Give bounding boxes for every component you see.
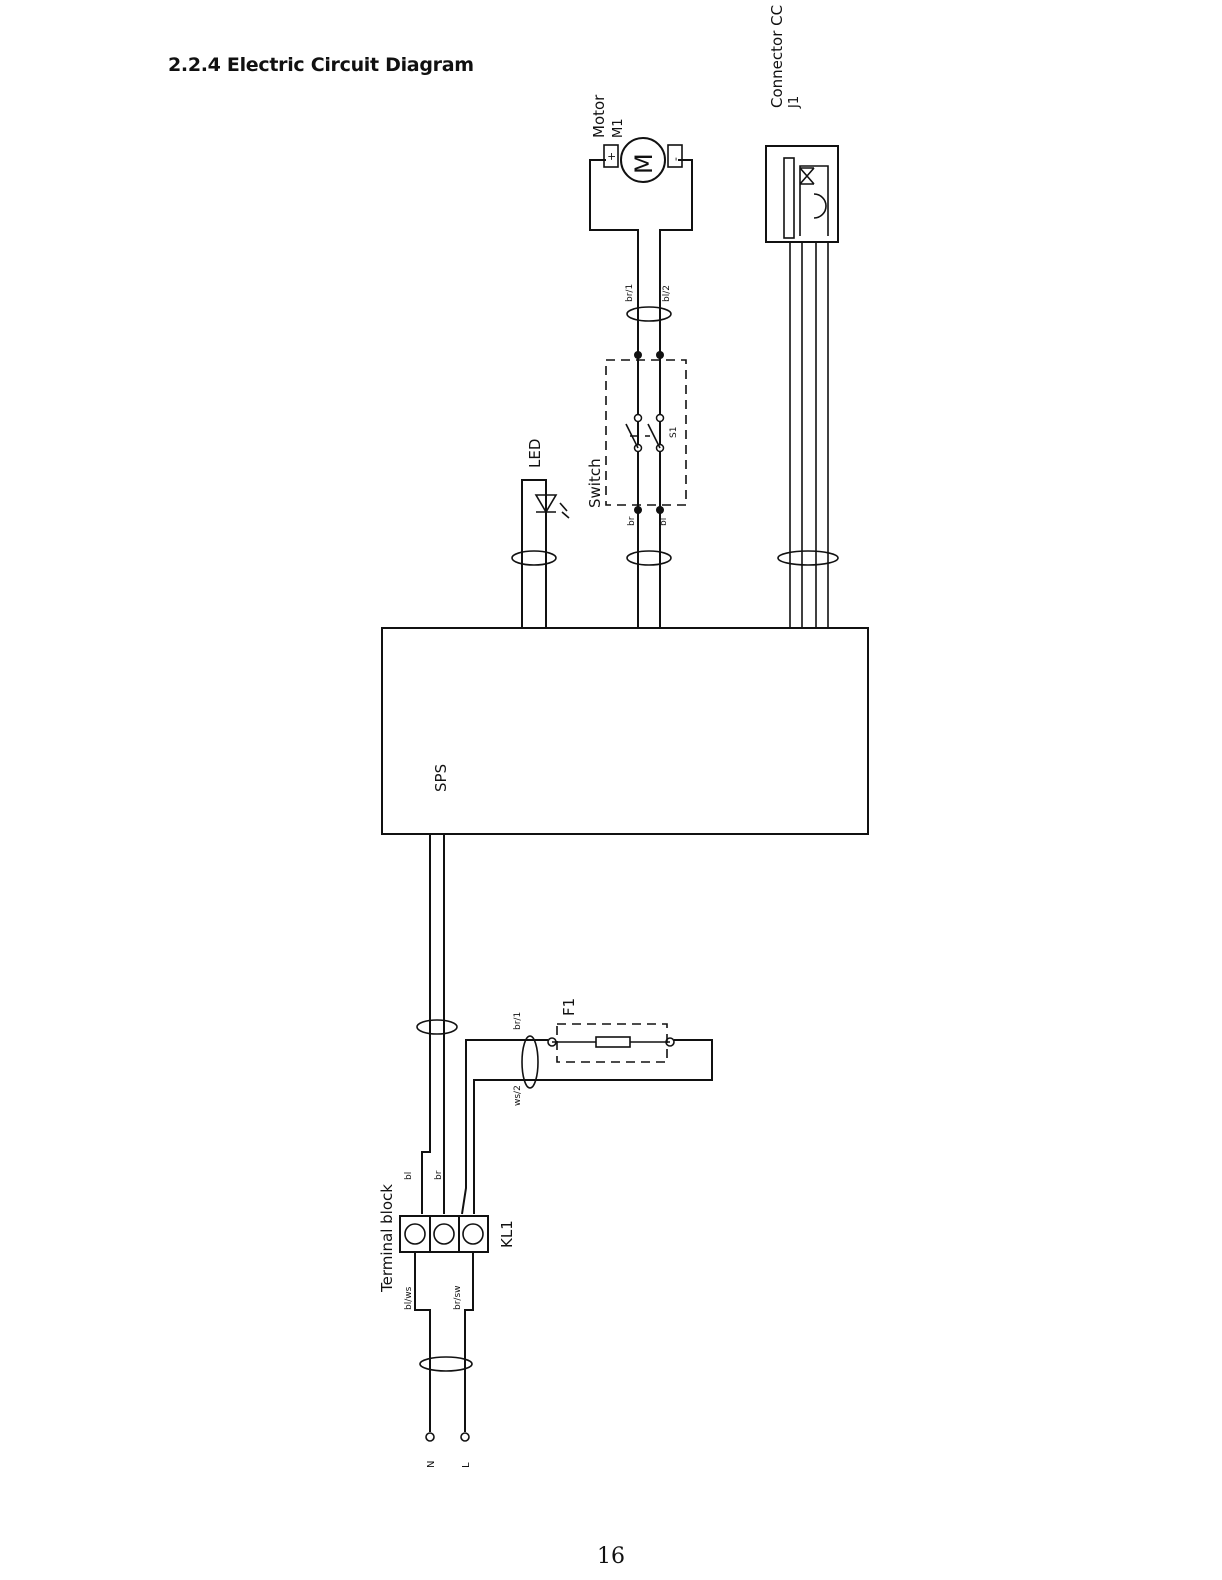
fuse-icon [596, 1037, 630, 1047]
mains-l-label: L [461, 1462, 472, 1468]
switch-in-1-label: br [627, 516, 637, 526]
motor-cable-sleeve [627, 307, 671, 321]
sps-box [382, 628, 868, 834]
supply-cable: bl br [404, 834, 457, 1214]
terminal-screw [405, 1224, 425, 1244]
fuse-wire-2-label: ws/2 [513, 1085, 523, 1106]
switch-contact [656, 506, 664, 514]
connector-icon [800, 168, 814, 184]
connector-cc: Connector CC J1 [766, 5, 838, 628]
connector-ref-label: J1 [787, 96, 802, 109]
connector-cable-sleeve [778, 551, 838, 565]
fuse-wire-1-label: br/1 [513, 1012, 523, 1030]
terminal-ref-label: KL1 [498, 1220, 516, 1248]
terminal-block: Terminal block KL1 [378, 1184, 516, 1293]
terminal-out-1-label: bl [404, 1172, 414, 1180]
supply-cable-sleeve [417, 1020, 457, 1034]
switch-in-2-label: bl [659, 518, 669, 526]
led-cable-sleeve [512, 551, 556, 565]
fuse-f1: F1 br/1 ws/2 [462, 998, 712, 1214]
terminal-out-2-label: br [434, 1170, 444, 1180]
switch-s1: Switch S1 br bl [586, 351, 686, 565]
terminal-screw [434, 1224, 454, 1244]
motor-wire-1-label: br/1 [625, 284, 635, 302]
terminal-block-housing [400, 1216, 488, 1252]
switch-contact [634, 351, 642, 359]
terminal-screw [463, 1224, 483, 1244]
motor-wire-2-label: bl/2 [662, 285, 672, 302]
mains-n-label: N [426, 1461, 437, 1468]
motor-plus-label: + [605, 152, 618, 161]
switch-contact [656, 351, 664, 359]
motor-m1: M + - Motor M1 br/1 bl/2 [590, 94, 692, 628]
led-label: LED [526, 439, 544, 468]
fuse-ref-label: F1 [560, 998, 578, 1016]
page-number: 16 [0, 1544, 1222, 1569]
motor-ref-label: M1 [611, 119, 626, 139]
motor-minus-label: - [669, 157, 682, 161]
mains-l-terminal [461, 1433, 469, 1441]
motor-symbol: M [630, 153, 658, 174]
sps-label: SPS [432, 764, 450, 792]
motor-name-label: Motor [590, 94, 608, 138]
switch-cable-sleeve [627, 551, 671, 565]
terminal-name-label: Terminal block [378, 1184, 396, 1293]
mains-n-terminal [426, 1433, 434, 1441]
mains-input: bl/ws br/sw N L [404, 1252, 473, 1468]
led: LED [512, 439, 569, 628]
mains-2-label: br/sw [453, 1286, 463, 1311]
fuse-housing [557, 1024, 667, 1062]
switch-contact [634, 506, 642, 514]
motor-minus-terminal [668, 145, 682, 167]
connector-name-label: Connector CC [768, 5, 786, 108]
switch-name-label: Switch [586, 458, 604, 508]
mains-1-label: bl/ws [404, 1286, 414, 1310]
switch-ref-label: S1 [669, 427, 679, 438]
